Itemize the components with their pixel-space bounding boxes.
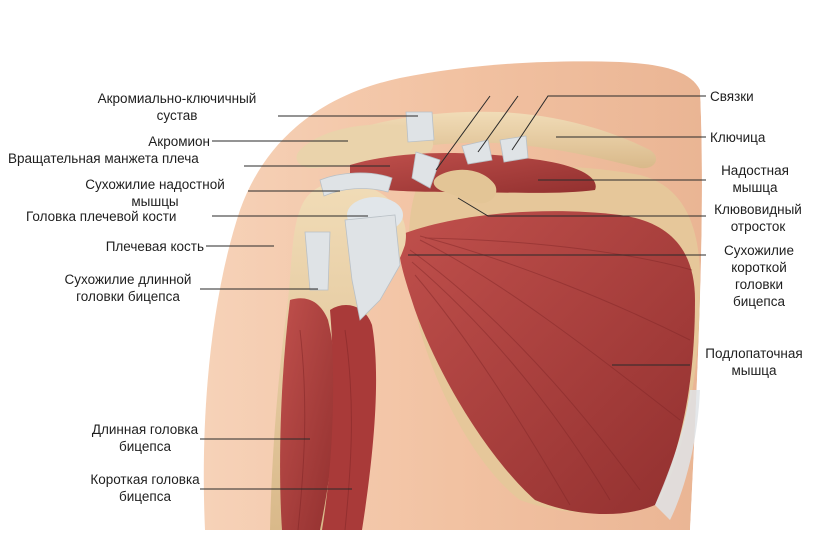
label-ac-joint: Акромиально-ключичный сустав	[72, 90, 282, 124]
label-rotator-cuff: Вращательная манжета плеча	[8, 150, 248, 167]
label-supraspinatus-tendon: Сухожилие надостной мышцы	[60, 176, 250, 210]
label-ligaments: Связки	[710, 88, 810, 105]
label-long-head-tendon: Сухожилие длинной головки бицепса	[48, 271, 208, 305]
label-subscapularis: Подлопаточная мышца	[692, 345, 816, 379]
label-long-head-biceps: Длинная головка бицепса	[80, 421, 210, 455]
label-short-head-biceps: Короткая головка бицепса	[80, 471, 210, 505]
label-supraspinatus: Надостная мышца	[700, 162, 810, 196]
coracoclavicular-ligament-2	[500, 136, 528, 162]
label-humeral-head: Головка плечевой кости	[26, 208, 216, 225]
label-humerus: Плечевая кость	[60, 238, 204, 255]
label-acromion: Акромион	[60, 133, 210, 150]
label-coracoid: Клювовидный отросток	[700, 201, 816, 235]
label-clavicle: Ключица	[710, 129, 810, 146]
label-short-head-tendon: Сухожилие короткой головки бицепса	[704, 242, 814, 310]
biceps-muscles	[280, 298, 376, 530]
